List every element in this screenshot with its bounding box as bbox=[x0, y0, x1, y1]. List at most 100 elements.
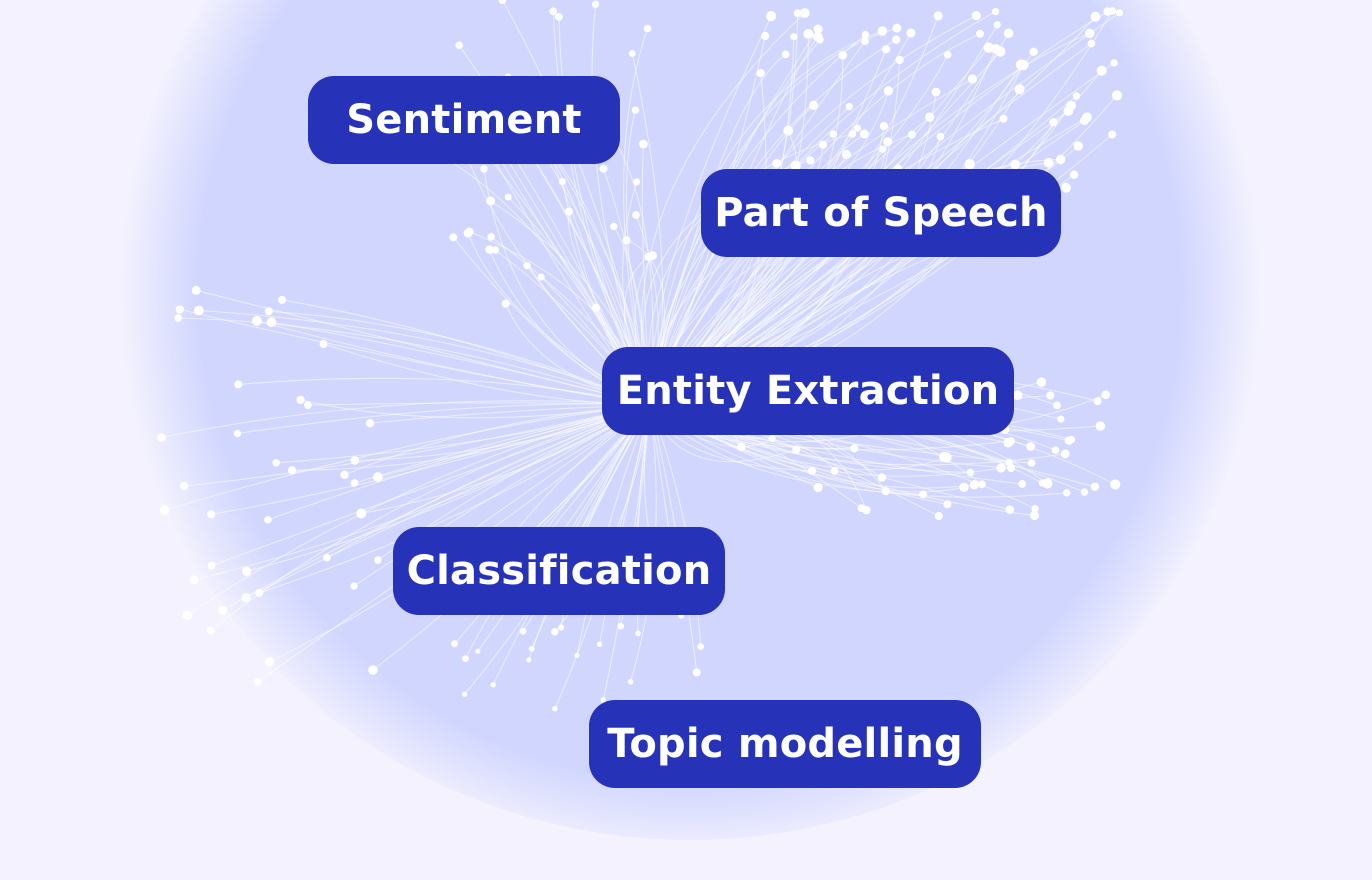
ray-dot bbox=[465, 227, 474, 236]
ray-dot bbox=[253, 677, 262, 686]
ray-dot bbox=[803, 28, 814, 39]
ray-dot bbox=[554, 12, 563, 21]
ray-dot bbox=[969, 480, 979, 490]
ray-line bbox=[178, 317, 651, 406]
ray-dot bbox=[907, 130, 917, 139]
ray-dot bbox=[879, 121, 889, 131]
ray-dot bbox=[781, 50, 790, 59]
ray-dot bbox=[175, 305, 184, 314]
ray-dot bbox=[485, 245, 494, 254]
ray-dot bbox=[892, 35, 901, 44]
ray-dot bbox=[241, 593, 251, 603]
ray-dot bbox=[1060, 449, 1070, 459]
ray-dot bbox=[287, 466, 297, 475]
ray-line bbox=[649, 32, 1090, 406]
ray-dot bbox=[1061, 182, 1071, 193]
topic-modelling-tag: Topic modelling bbox=[589, 700, 981, 788]
ray-dot bbox=[1005, 458, 1013, 467]
ray-dot bbox=[638, 139, 648, 149]
ray-dot bbox=[617, 622, 625, 630]
part-of-speech-tag: Part of Speech bbox=[701, 169, 1061, 257]
ray-dot bbox=[959, 482, 969, 493]
ray-dot bbox=[971, 11, 981, 21]
ray-dot bbox=[596, 641, 603, 647]
ray-dot bbox=[853, 124, 862, 132]
ray-dot bbox=[1111, 90, 1123, 101]
ray-dot bbox=[883, 86, 894, 96]
ray-line bbox=[281, 299, 651, 406]
ray-dot bbox=[374, 556, 382, 564]
ray-dot bbox=[241, 566, 252, 576]
ray-dot bbox=[487, 233, 495, 241]
ray-dot bbox=[498, 0, 507, 4]
ray-dot bbox=[1082, 112, 1092, 123]
ray-dot bbox=[631, 106, 640, 114]
ray-dot bbox=[1007, 464, 1016, 473]
ray-dot bbox=[756, 69, 765, 78]
ray-dot bbox=[303, 401, 312, 409]
entity-extraction-tag: Entity Extraction bbox=[602, 347, 1014, 435]
ray-dot bbox=[813, 24, 823, 34]
ray-dot bbox=[1036, 377, 1047, 388]
ray-dot bbox=[1018, 480, 1027, 488]
ray-dot bbox=[323, 553, 331, 562]
ray-dot bbox=[792, 445, 801, 454]
ray-dot bbox=[627, 678, 634, 685]
ray-dot bbox=[480, 165, 488, 173]
ray-dot bbox=[1029, 510, 1040, 521]
ray-dot bbox=[964, 159, 975, 170]
ray-dot bbox=[356, 508, 367, 519]
ray-dot bbox=[365, 418, 375, 428]
ray-dot bbox=[1080, 488, 1089, 496]
ray-dot bbox=[368, 665, 378, 675]
ray-dot bbox=[941, 452, 952, 463]
ray-dot bbox=[1005, 505, 1015, 514]
ray-dot bbox=[1101, 390, 1111, 400]
ray-line bbox=[271, 321, 651, 406]
ray-dot bbox=[1090, 11, 1101, 22]
ray-dot bbox=[878, 145, 887, 153]
ray-dot bbox=[975, 29, 985, 38]
ray-dot bbox=[461, 691, 468, 697]
ray-line bbox=[193, 404, 651, 581]
ray-dot bbox=[1072, 92, 1081, 100]
ray-dot bbox=[906, 28, 916, 38]
ray-dot bbox=[277, 295, 287, 304]
ray-line bbox=[256, 320, 651, 406]
ray-dot bbox=[829, 130, 838, 138]
ray-dot bbox=[264, 307, 273, 316]
ray-dot bbox=[373, 472, 383, 482]
ray-dot bbox=[549, 7, 558, 16]
ray-dot bbox=[633, 178, 641, 186]
ray-dot bbox=[830, 467, 839, 475]
ray-dot bbox=[838, 50, 848, 60]
ray-dot bbox=[1049, 118, 1058, 127]
ray-line bbox=[187, 404, 651, 616]
ray-dot bbox=[1012, 390, 1023, 401]
ray-dot bbox=[319, 340, 328, 348]
ray-dot bbox=[1084, 28, 1095, 39]
ray-dot bbox=[552, 705, 558, 712]
ray-dots bbox=[157, 0, 1124, 712]
ray-dot bbox=[296, 395, 305, 405]
ray-line bbox=[183, 404, 651, 487]
ray-line bbox=[649, 53, 786, 406]
ray-dot bbox=[591, 303, 601, 312]
ray-dot bbox=[934, 512, 943, 521]
ray-dot bbox=[599, 164, 608, 173]
ray-dot bbox=[883, 137, 893, 147]
ray-line bbox=[198, 309, 651, 406]
ray-dot bbox=[692, 668, 701, 677]
ray-dot bbox=[1110, 479, 1121, 490]
ray-dot bbox=[449, 233, 458, 242]
ray-dot bbox=[1026, 442, 1036, 451]
ray-dot bbox=[978, 480, 986, 489]
ray-dot bbox=[841, 149, 852, 160]
ray-dot bbox=[191, 285, 201, 295]
ray-line bbox=[300, 399, 651, 419]
ray-dot bbox=[622, 236, 631, 245]
ray-dot bbox=[996, 463, 1006, 473]
ray-dot bbox=[790, 160, 801, 171]
ray-dot bbox=[1108, 130, 1117, 139]
